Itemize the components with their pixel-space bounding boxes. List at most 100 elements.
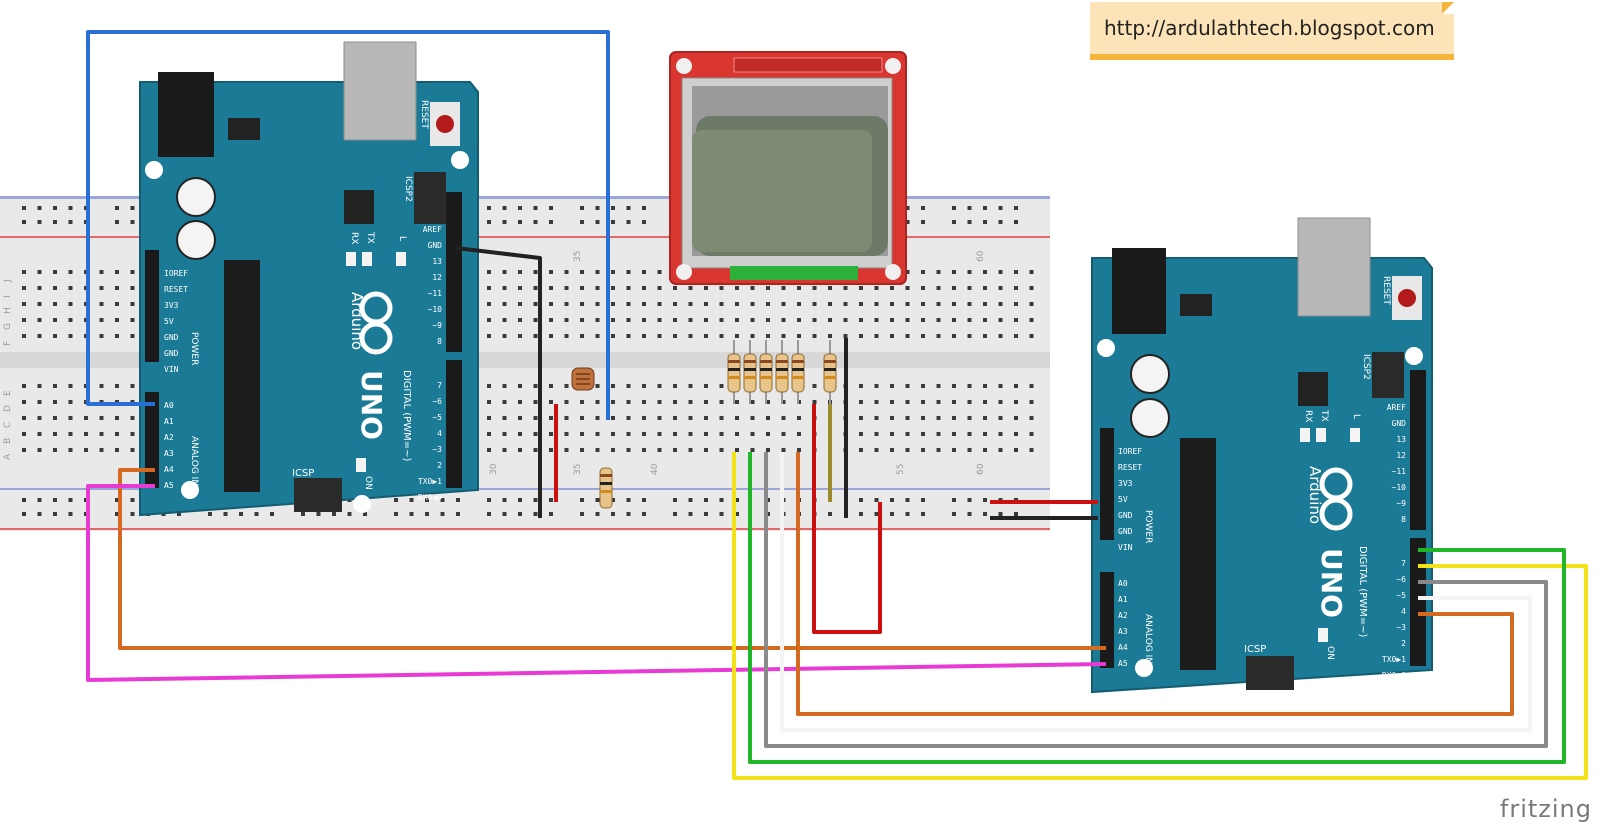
breadboard-hole — [580, 432, 584, 436]
breadboard-hole — [642, 384, 646, 388]
breadboard-hole — [533, 384, 538, 388]
breadboard-hole — [719, 512, 724, 516]
breadboard-hole — [657, 384, 662, 388]
breadboard-hole — [626, 498, 631, 502]
arduino-logo — [1319, 467, 1353, 531]
breadboard-hole — [905, 448, 910, 452]
breadboard-hole — [812, 400, 817, 404]
breadboard-hole — [99, 334, 104, 338]
breadboard-hole — [1029, 384, 1034, 388]
arduino-wordmark: Arduino — [348, 292, 366, 350]
breadboard-hole — [921, 334, 925, 338]
breadboard-hole — [239, 512, 243, 516]
pin-label: 8 — [1401, 515, 1406, 524]
breadboard-hole — [502, 432, 507, 436]
breadboard-hole — [967, 220, 972, 224]
breadboard-hole — [874, 286, 879, 290]
breadboard-hole — [487, 286, 491, 290]
breadboard-hole — [580, 270, 584, 274]
breadboard-hole — [626, 448, 631, 452]
breadboard-hole — [564, 384, 569, 388]
breadboard-hole — [952, 286, 956, 290]
wire-orange-a4 — [118, 468, 1106, 650]
breadboard-hole — [921, 498, 925, 502]
breadboard-hole — [921, 400, 925, 404]
breadboard-hole — [967, 302, 972, 306]
breadboard-hole — [68, 384, 73, 388]
url-text[interactable]: http://ardulathtech.blogspot.com — [1104, 16, 1435, 40]
breadboard-hole — [130, 432, 135, 436]
breadboard-hole — [688, 448, 693, 452]
breadboard-hole — [223, 512, 228, 516]
breadboard-hole — [130, 384, 135, 388]
breadboard-hole — [115, 432, 119, 436]
breadboard-hole — [936, 432, 941, 436]
reset-button-cap[interactable] — [1398, 289, 1416, 307]
breadboard-hole — [37, 286, 42, 290]
chip — [344, 190, 374, 224]
breadboard-hole — [37, 302, 42, 306]
breadboard-hole — [905, 286, 910, 290]
pin-label: 4 — [437, 429, 442, 438]
breadboard-hole — [719, 432, 724, 436]
breadboard-hole — [905, 206, 910, 210]
breadboard-hole — [890, 318, 894, 322]
breadboard-hole — [533, 400, 538, 404]
breadboard-hole — [890, 512, 894, 516]
breadboard-hole — [456, 512, 460, 516]
breadboard-hole — [688, 498, 693, 502]
breadboard-hole — [921, 416, 925, 420]
breadboard-hole — [68, 318, 73, 322]
breadboard-hole — [37, 432, 42, 436]
breadboard-hole — [68, 206, 73, 210]
breadboard-hole — [673, 286, 677, 290]
reset-label: RESET — [419, 100, 429, 129]
breadboard-hole — [22, 432, 26, 436]
analog-header — [1100, 572, 1114, 668]
breadboard-hole — [611, 220, 615, 224]
pin-labels: AREFGND1312~11~10~987~6~54~32TX0▶1RX0◀0I… — [1118, 403, 1406, 680]
breadboard-hole — [921, 286, 925, 290]
breadboard-hole — [797, 302, 801, 306]
breadboard-hole — [611, 400, 615, 404]
breadboard-hole — [812, 334, 817, 338]
reset-button-cap[interactable] — [436, 115, 454, 133]
breadboard-hole — [967, 512, 972, 516]
breadboard-hole — [890, 498, 894, 502]
breadboard-hole — [254, 512, 259, 516]
breadboard-hole — [998, 512, 1003, 516]
breadboard-hole — [781, 448, 786, 452]
breadboard-hole — [611, 318, 615, 322]
breadboard-hole — [952, 220, 956, 224]
breadboard-hole — [53, 318, 57, 322]
breadboard-hole — [797, 286, 801, 290]
breadboard-hole — [518, 432, 522, 436]
breadboard-hole — [487, 302, 491, 306]
breadboard-hole — [549, 512, 553, 516]
breadboard-hole — [533, 512, 538, 516]
breadboard-hole — [735, 498, 739, 502]
breadboard-hole — [115, 286, 119, 290]
breadboard-hole — [363, 512, 367, 516]
breadboard-hole — [115, 498, 119, 502]
breadboard-hole — [843, 286, 848, 290]
breadboard-hole — [967, 270, 972, 274]
atmega-chip — [224, 260, 260, 492]
breadboard-hole — [580, 318, 584, 322]
pin-label: 2 — [437, 461, 442, 470]
breadboard-hole — [549, 220, 553, 224]
breadboard-hole — [611, 302, 615, 306]
breadboard-hole — [735, 448, 739, 452]
breadboard-hole — [859, 400, 863, 404]
breadboard-hole — [719, 318, 724, 322]
breadboard-hole — [1014, 432, 1018, 436]
breadboard-hole — [843, 334, 848, 338]
breadboard-hole — [53, 512, 57, 516]
breadboard-hole — [22, 220, 26, 224]
breadboard-hole — [53, 220, 57, 224]
pin-label: RX0◀0 — [418, 493, 442, 502]
breadboard-hole — [874, 448, 879, 452]
breadboard-hole — [626, 206, 631, 210]
capacitor — [176, 177, 216, 217]
